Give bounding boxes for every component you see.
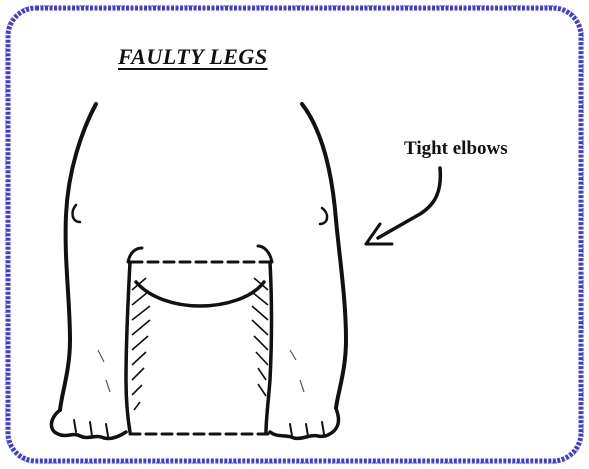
left-paw: [51, 410, 126, 439]
left-elbow: [73, 205, 80, 222]
diagram-title: FAULTY LEGS: [118, 44, 318, 70]
right-leg-outline: [302, 104, 346, 408]
right-elbow: [320, 208, 327, 224]
left-leg-outline: [60, 104, 96, 410]
chest-curve: [136, 282, 264, 306]
tight-elbows-label: Tight elbows: [404, 138, 508, 160]
right-paw: [270, 408, 339, 438]
right-inner-leg: [266, 262, 272, 432]
leg-shading: [132, 278, 268, 410]
left-inner-leg: [126, 262, 130, 432]
arrow-icon: [366, 168, 440, 244]
fur-marks: [98, 350, 304, 392]
